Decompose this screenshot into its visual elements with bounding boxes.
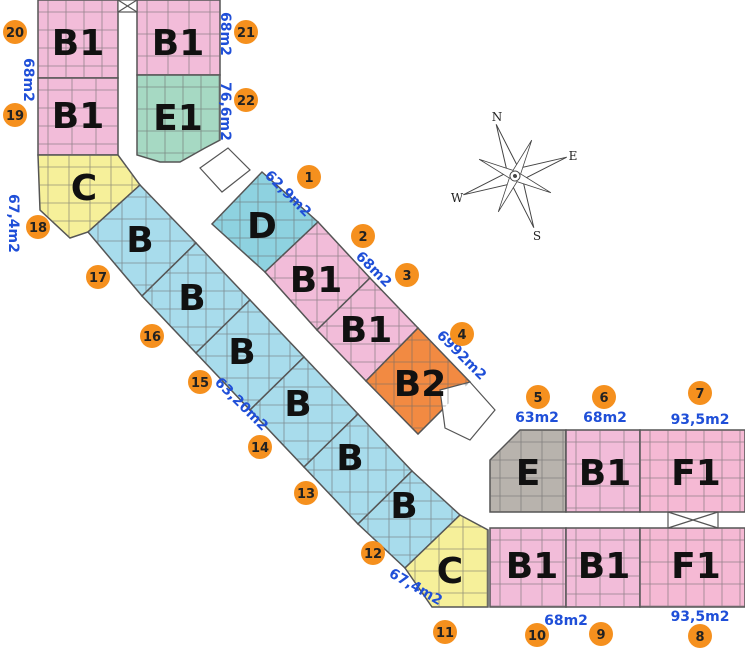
unit-badge-4: 4 [450,322,474,346]
unit-badge-19: 19 [3,103,27,127]
unit-number-14: 14 [251,441,269,456]
unit-letter-3: B1 [340,310,393,351]
stair-core-lower [439,381,496,441]
unit-badge-8: 8 [688,624,712,648]
unit-letter-4: B2 [394,364,447,405]
unit-number-badges: 20 21 19 22 18 17 16 15 14 13 12 11 1 2 … [3,20,712,648]
unit-number-5: 5 [533,391,542,406]
unit-number-11: 11 [436,626,454,641]
unit-badge-11: 11 [433,620,457,644]
unit-letter-14: B [284,384,311,425]
unit-number-1: 1 [304,171,313,186]
unit-badge-2: 2 [351,224,375,248]
unit-letter-15: B [228,332,255,373]
unit-number-13: 13 [297,487,315,502]
unit-badge-14: 14 [248,435,272,459]
unit-letter-19: B1 [52,96,105,137]
unit-badge-20: 20 [3,20,27,44]
unit-badge-7: 7 [688,381,712,405]
area-label-e1: 76,6m2 [217,82,233,141]
unit-badge-18: 18 [26,215,50,239]
unit-badge-15: 15 [188,370,212,394]
unit-number-4: 4 [457,328,466,343]
area-label-b1-left: 68m2 [20,58,36,102]
unit-badge-17: 17 [86,265,110,289]
compass-west-label: W [451,191,464,205]
unit-number-2: 2 [358,230,367,245]
unit-number-8: 8 [695,630,704,645]
compass-north-label: N [492,110,503,124]
unit-letter-11: C [437,551,463,592]
unit-badge-13: 13 [294,481,318,505]
unit-number-22: 22 [237,94,255,109]
unit-number-18: 18 [29,221,47,236]
unit-letter-18: C [71,168,97,209]
unit-letter-20: B1 [52,23,105,64]
unit-badge-5: 5 [526,385,550,409]
unit-letter-16: B [178,278,205,319]
unit-badge-1: 1 [297,165,321,189]
unit-number-7: 7 [695,387,704,402]
unit-letter-2: B1 [290,260,343,301]
unit-number-6: 6 [599,391,608,406]
unit-letter-22: E1 [153,98,203,139]
unit-letter-21: B1 [152,23,205,64]
unit-badge-6: 6 [592,385,616,409]
unit-number-20: 20 [6,26,24,41]
area-label-e: 63m2 [515,410,559,426]
unit-letter-13: B [336,438,363,479]
unit-letter-8: F1 [671,546,721,587]
unit-number-17: 17 [89,271,107,286]
unit-number-12: 12 [364,547,382,562]
unit-letter-9: B1 [578,546,631,587]
compass-rose: N E S W [451,110,578,243]
unit-badge-16: 16 [140,324,164,348]
unit-letter-5: E [516,453,541,494]
unit-letter-6: B1 [579,453,632,494]
unit-7-shape [639,429,745,513]
unit-letter-10: B1 [506,546,559,587]
unit-letter-7: F1 [671,453,721,494]
area-label-f1-bottom: 93,5m2 [671,609,730,625]
unit-number-3: 3 [402,269,411,284]
area-label-b1-right: 68m2 [217,12,233,56]
unit-badge-22: 22 [234,88,258,112]
compass-south-label: S [533,229,541,243]
area-label-b1-bottom: 68m2 [544,613,588,629]
unit-letter-17: B [126,220,153,261]
compass-east-label: E [569,149,578,163]
unit-5-shape [489,429,567,513]
unit-number-10: 10 [528,629,546,644]
unit-number-16: 16 [143,330,161,345]
unit-number-15: 15 [191,376,209,391]
unit-22-shape [136,74,221,163]
unit-badge-9: 9 [589,622,613,646]
unit-badge-21: 21 [234,20,258,44]
unit-letter-1: D [247,206,277,247]
unit-number-9: 9 [596,628,605,643]
area-label-f1-top: 93,5m2 [671,412,730,428]
unit-badge-3: 3 [395,263,419,287]
stair-core-middle [199,147,251,193]
unit-shapes [37,0,745,608]
unit-number-21: 21 [237,26,255,41]
unit-badge-10: 10 [525,623,549,647]
unit-letter-12: B [390,486,417,527]
unit-number-19: 19 [6,109,24,124]
unit-letters: B1 B1 B1 E1 C B B B B B B C D B1 B1 B2 E… [52,23,721,592]
area-label-b1-unit6: 68m2 [583,410,627,426]
unit-badge-12: 12 [361,541,385,565]
service-cores [117,0,719,529]
unit-11-shape [404,514,489,608]
area-label-c-upper: 67,4m2 [5,194,21,253]
